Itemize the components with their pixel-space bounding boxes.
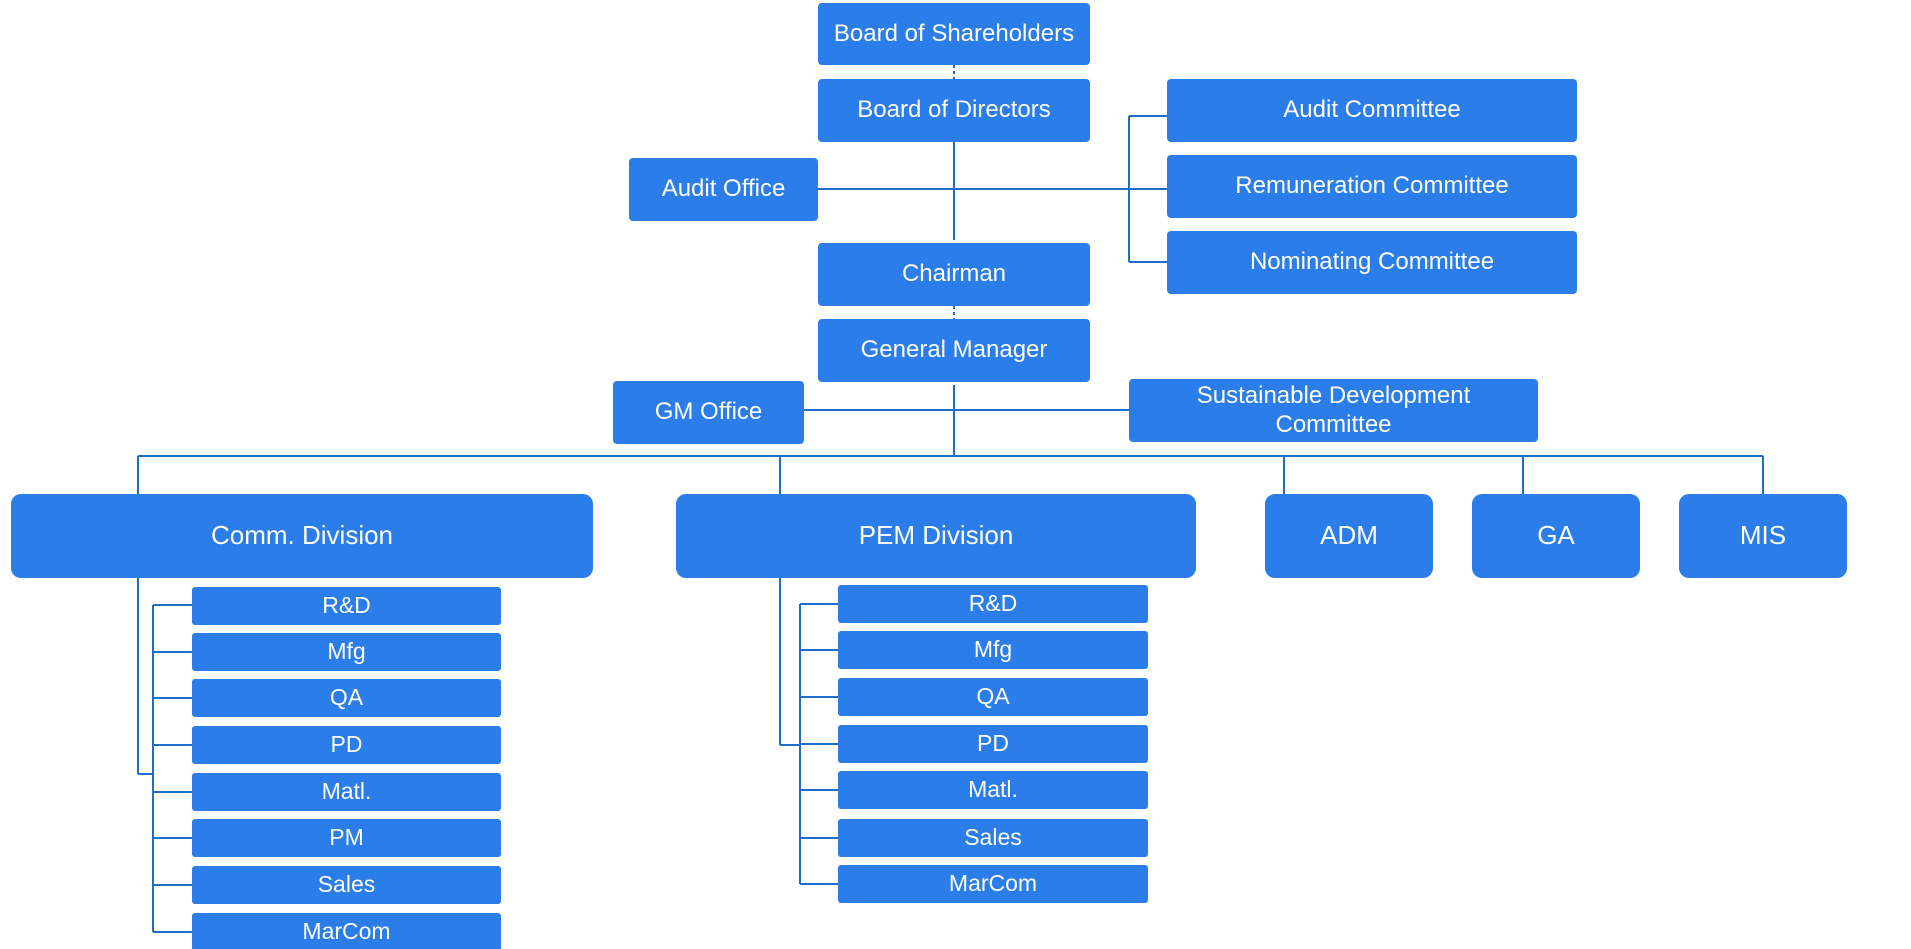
node-label: MIS xyxy=(1739,520,1787,551)
node-label: R&D xyxy=(968,590,1018,617)
node-label: PD xyxy=(330,731,363,758)
node-label: ADM xyxy=(1320,520,1378,551)
node-label: Comm. Division xyxy=(210,520,394,551)
node-label: QA xyxy=(329,684,364,711)
node-label: Mfg xyxy=(973,636,1013,663)
node-comm-unit-mfg[interactable]: Mfg xyxy=(192,633,501,671)
node-label: General Manager xyxy=(860,336,1048,364)
node-pem-unit-qa[interactable]: QA xyxy=(838,678,1148,716)
node-remuneration-committee[interactable]: Remuneration Committee xyxy=(1167,155,1577,218)
node-label: MarCom xyxy=(948,870,1038,897)
node-pem-division[interactable]: PEM Division xyxy=(676,494,1196,578)
node-label: Nominating Committee xyxy=(1249,248,1495,276)
node-comm-unit-pd[interactable]: PD xyxy=(192,726,501,764)
node-mis[interactable]: MIS xyxy=(1679,494,1847,578)
node-pem-unit-marcom[interactable]: MarCom xyxy=(838,865,1148,903)
node-pem-unit-mfg[interactable]: Mfg xyxy=(838,631,1148,669)
node-gm-office[interactable]: GM Office xyxy=(613,381,804,444)
node-pem-unit-rd[interactable]: R&D xyxy=(838,585,1148,623)
node-label: QA xyxy=(976,683,1010,710)
node-label: Remuneration Committee xyxy=(1235,172,1509,200)
node-label: Audit Committee xyxy=(1283,96,1461,124)
node-label: Board of Directors xyxy=(857,96,1051,124)
node-sustainable-development-committee[interactable]: Sustainable Development Committee xyxy=(1129,379,1538,442)
node-label: Sales xyxy=(964,824,1022,851)
node-comm-unit-sales[interactable]: Sales xyxy=(192,866,501,904)
node-label: Sales xyxy=(317,871,376,898)
node-comm-unit-matl[interactable]: Matl. xyxy=(192,773,501,811)
node-pem-unit-sales[interactable]: Sales xyxy=(838,819,1148,857)
node-comm-unit-rd[interactable]: R&D xyxy=(192,587,501,625)
node-pem-unit-pd[interactable]: PD xyxy=(838,725,1148,763)
node-label: GA xyxy=(1537,520,1575,551)
node-ga[interactable]: GA xyxy=(1472,494,1640,578)
node-board-of-shareholders[interactable]: Board of Shareholders xyxy=(818,3,1090,65)
node-nominating-committee[interactable]: Nominating Committee xyxy=(1167,231,1577,294)
node-label-line2: Committee xyxy=(1275,410,1392,438)
node-label: Mfg xyxy=(327,638,366,665)
node-comm-unit-pm[interactable]: PM xyxy=(192,819,501,857)
node-board-of-directors[interactable]: Board of Directors xyxy=(818,79,1090,142)
node-chairman[interactable]: Chairman xyxy=(818,243,1090,306)
node-comm-unit-qa[interactable]: QA xyxy=(192,679,501,717)
node-label: PM xyxy=(329,824,364,851)
node-general-manager[interactable]: General Manager xyxy=(818,319,1090,382)
node-adm[interactable]: ADM xyxy=(1265,494,1433,578)
node-audit-committee[interactable]: Audit Committee xyxy=(1167,79,1577,142)
node-label-line1: Sustainable Development xyxy=(1196,381,1471,409)
node-label: GM Office xyxy=(654,398,763,426)
node-comm-division[interactable]: Comm. Division xyxy=(11,494,593,578)
node-label: PEM Division xyxy=(858,520,1014,551)
node-label: Matl. xyxy=(968,776,1018,803)
node-label: Audit Office xyxy=(661,175,786,203)
node-label: Board of Shareholders xyxy=(833,19,1075,47)
node-pem-unit-matl[interactable]: Matl. xyxy=(838,771,1148,809)
node-label: R&D xyxy=(322,592,371,619)
node-label: MarCom xyxy=(302,918,391,945)
node-label: PD xyxy=(977,730,1009,757)
node-comm-unit-marcom[interactable]: MarCom xyxy=(192,913,501,949)
node-audit-office[interactable]: Audit Office xyxy=(629,158,818,221)
node-label: Chairman xyxy=(901,260,1007,288)
node-label: Matl. xyxy=(321,778,372,805)
